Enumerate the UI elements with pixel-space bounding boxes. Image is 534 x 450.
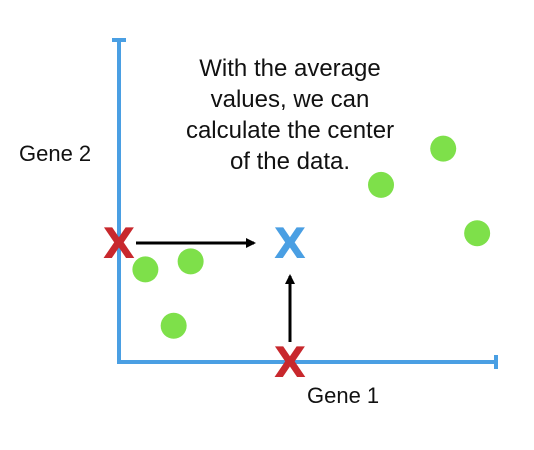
data-point xyxy=(160,312,187,339)
y-axis-label: Gene 2 xyxy=(19,141,91,166)
caption-line-1: With the average xyxy=(199,55,380,82)
caption-line-2: values, we can xyxy=(211,86,370,113)
x-axis-label: Gene 1 xyxy=(307,383,379,408)
center-marker: X xyxy=(274,219,306,268)
x-average-marker: X xyxy=(274,338,306,387)
data-point xyxy=(464,220,491,247)
data-point xyxy=(430,135,457,162)
caption-line-3: calculate the center xyxy=(186,117,394,144)
caption: With the average values, we can calculat… xyxy=(186,55,394,175)
data-points xyxy=(132,135,491,339)
arrows xyxy=(136,238,295,342)
data-point xyxy=(368,171,395,198)
data-point xyxy=(132,256,159,283)
y-average-marker: X xyxy=(103,219,135,268)
data-point xyxy=(177,248,204,275)
caption-line-4: of the data. xyxy=(230,148,350,175)
axes xyxy=(112,38,498,369)
